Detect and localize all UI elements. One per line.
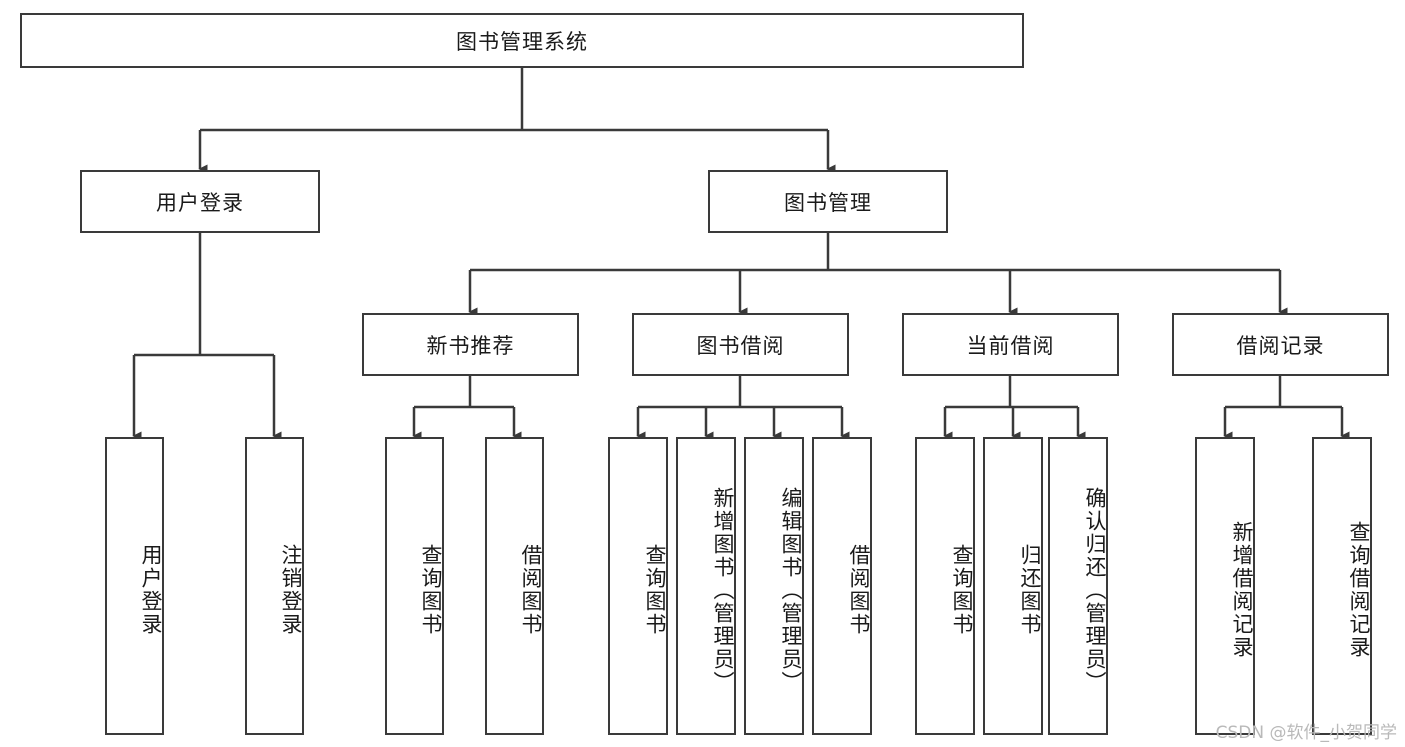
node-label-leaf-rec-query: 查询图书 xyxy=(419,544,443,636)
node-label-leaf-user-login: 用户登录 xyxy=(139,544,163,636)
node-label-leaf-bb-borrow: 借阅图书 xyxy=(847,544,871,636)
node-label-leaf-bb-query: 查询图书 xyxy=(643,544,667,636)
node-book-manage[interactable]: 图书管理 xyxy=(708,170,948,233)
node-leaf-bb-query[interactable]: 查询图书 xyxy=(608,437,668,735)
node-label-borrow-record: 借阅记录 xyxy=(1236,333,1325,358)
node-leaf-br-add[interactable]: 新增借阅记录 xyxy=(1195,437,1255,735)
node-leaf-logout[interactable]: 注销登录 xyxy=(245,437,304,735)
node-leaf-user-login[interactable]: 用户登录 xyxy=(105,437,164,735)
node-user-login[interactable]: 用户登录 xyxy=(80,170,320,233)
node-borrow-record[interactable]: 借阅记录 xyxy=(1172,313,1389,376)
node-new-book-rec[interactable]: 新书推荐 xyxy=(362,313,579,376)
csdn-watermark: CSDN @软件_小贺同学 xyxy=(1215,723,1397,743)
node-leaf-rec-query[interactable]: 查询图书 xyxy=(385,437,444,735)
node-leaf-cb-query[interactable]: 查询图书 xyxy=(915,437,975,735)
node-book-borrow[interactable]: 图书借阅 xyxy=(632,313,849,376)
node-label-user-login: 用户登录 xyxy=(156,190,244,215)
node-label-leaf-cb-confirm: 确认归还（管理员） xyxy=(1083,486,1107,694)
node-leaf-bb-add[interactable]: 新增图书（管理员） xyxy=(676,437,736,735)
node-root[interactable]: 图书管理系统 xyxy=(20,13,1024,68)
node-leaf-br-query[interactable]: 查询借阅记录 xyxy=(1312,437,1372,735)
node-label-current-borrow: 当前借阅 xyxy=(966,333,1055,358)
node-label-root: 图书管理系统 xyxy=(456,29,588,54)
node-label-leaf-bb-edit: 编辑图书（管理员） xyxy=(779,486,803,694)
node-label-leaf-br-query: 查询借阅记录 xyxy=(1347,521,1371,659)
node-label-leaf-logout: 注销登录 xyxy=(279,544,303,636)
node-leaf-bb-borrow[interactable]: 借阅图书 xyxy=(812,437,872,735)
node-label-leaf-cb-return: 归还图书 xyxy=(1018,544,1042,636)
node-leaf-cb-confirm[interactable]: 确认归还（管理员） xyxy=(1048,437,1108,735)
node-label-book-manage: 图书管理 xyxy=(784,190,872,215)
node-label-leaf-rec-borrow: 借阅图书 xyxy=(519,544,543,636)
node-label-leaf-br-add: 新增借阅记录 xyxy=(1230,521,1254,659)
node-label-leaf-cb-query: 查询图书 xyxy=(950,544,974,636)
node-label-leaf-bb-add: 新增图书（管理员） xyxy=(711,486,735,694)
node-leaf-rec-borrow[interactable]: 借阅图书 xyxy=(485,437,544,735)
node-leaf-cb-return[interactable]: 归还图书 xyxy=(983,437,1043,735)
node-label-new-book-rec: 新书推荐 xyxy=(426,333,515,358)
node-leaf-bb-edit[interactable]: 编辑图书（管理员） xyxy=(744,437,804,735)
node-label-book-borrow: 图书借阅 xyxy=(696,333,785,358)
node-current-borrow[interactable]: 当前借阅 xyxy=(902,313,1119,376)
